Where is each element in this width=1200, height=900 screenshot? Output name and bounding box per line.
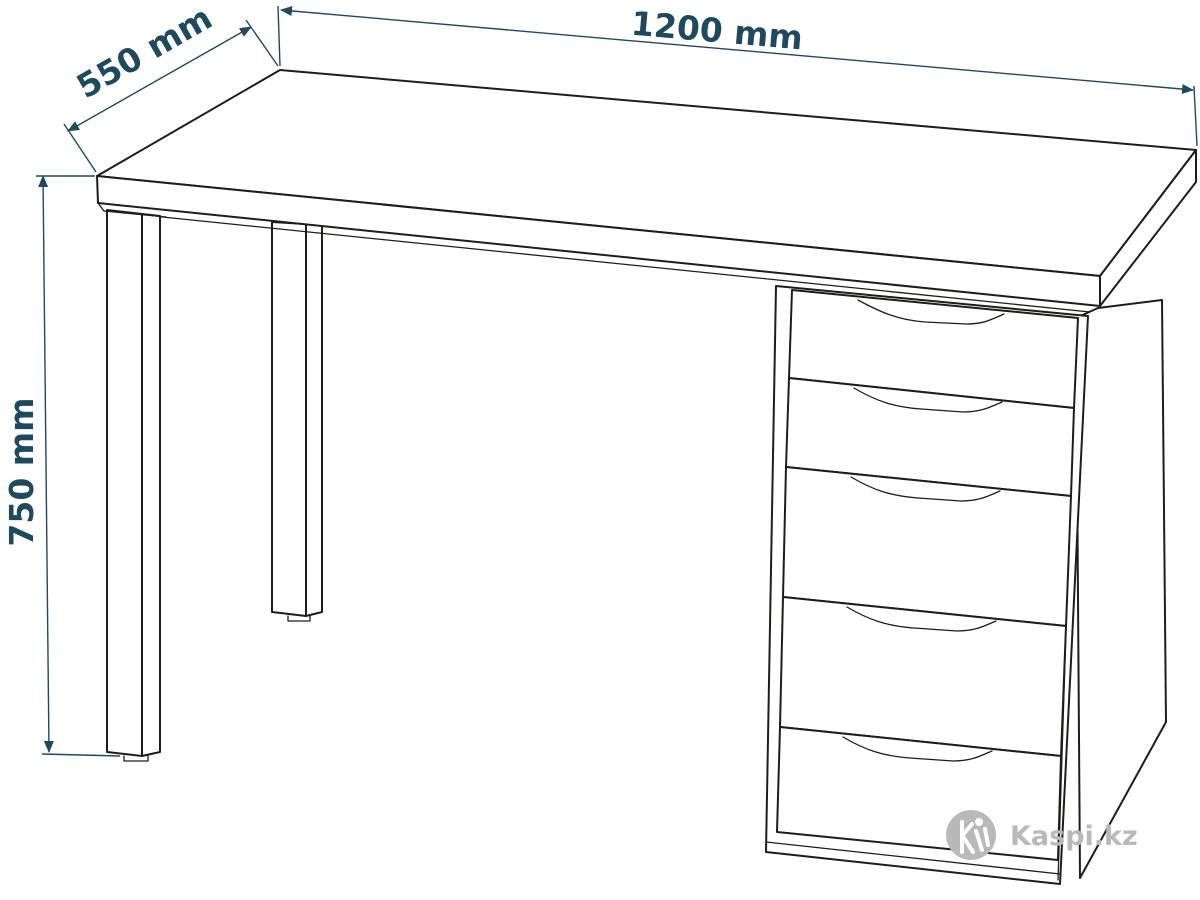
width-extension-right bbox=[1193, 85, 1198, 147]
desktop-side-edge bbox=[1099, 149, 1197, 307]
watermark-text: Kaspi.kz bbox=[1010, 821, 1138, 852]
desk-drawing bbox=[96, 69, 1197, 885]
depth-extension-back bbox=[245, 19, 279, 67]
desktop bbox=[96, 69, 1197, 313]
drawer-unit bbox=[765, 285, 1167, 885]
depth-extension-front bbox=[63, 123, 97, 173]
drawer-unit-side bbox=[1075, 299, 1167, 879]
width-label: 1200 mm bbox=[630, 4, 805, 58]
depth-label: 550 mm bbox=[70, 0, 219, 106]
width-extension-left bbox=[277, 5, 281, 67]
kaspi-logo-icon bbox=[946, 810, 996, 860]
height-extension-bottom bbox=[41, 753, 121, 757]
width-dimension-line bbox=[280, 5, 1194, 95]
front-left-leg bbox=[103, 209, 167, 762]
depth-dimension-line bbox=[67, 26, 252, 132]
watermark: Kaspi.kz bbox=[946, 810, 1138, 860]
height-label: 750 mm bbox=[2, 397, 41, 546]
height-dimension-line bbox=[38, 175, 54, 753]
back-left-leg bbox=[271, 221, 323, 622]
